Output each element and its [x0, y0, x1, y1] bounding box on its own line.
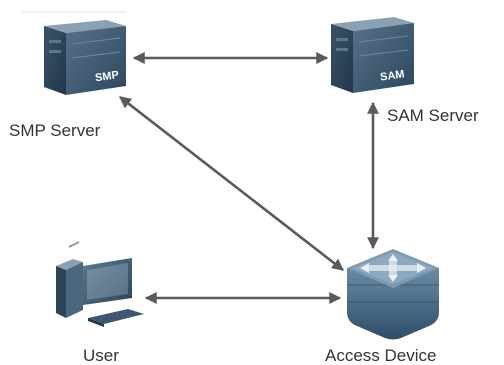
access-device-label: Access Device [325, 346, 436, 365]
sam-server-icon: SAM [331, 17, 414, 93]
smp-server-label: SMP Server [9, 121, 101, 140]
user-node: User [56, 241, 144, 365]
sam-server-label: SAM Server [387, 106, 479, 125]
user-label: User [83, 346, 119, 365]
computer-icon [56, 241, 144, 327]
smp-server-icon: SMP [44, 20, 126, 95]
sam-server-node: SAM SAM Server [331, 17, 479, 125]
connection-smp-access-device [119, 95, 344, 272]
smp-icon-text: SMP [94, 69, 119, 84]
smp-server-node: SMP SMP Server [9, 20, 126, 140]
access-device-node: Access Device [325, 249, 439, 365]
sam-icon-text: SAM [379, 68, 405, 83]
connections [119, 52, 379, 304]
switch-icon [347, 249, 439, 340]
